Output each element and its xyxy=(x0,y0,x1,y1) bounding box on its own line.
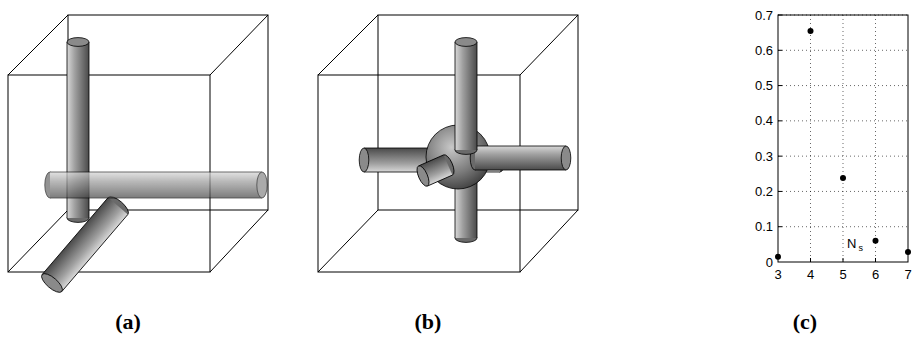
tick-label: 6 xyxy=(872,268,879,281)
cylinder-rod xyxy=(45,172,267,198)
rod-end xyxy=(455,38,477,47)
rod-edge xyxy=(455,42,456,150)
tick-label: 0.3 xyxy=(755,150,773,163)
rod-end xyxy=(39,271,66,296)
rod-body xyxy=(475,146,566,170)
tick-label: 0 xyxy=(766,256,773,269)
tick-label: 0.4 xyxy=(755,114,773,127)
cube-wireframe xyxy=(8,15,268,272)
tick-label: 7 xyxy=(904,268,911,281)
tick-mark xyxy=(843,258,844,262)
rod-body xyxy=(50,172,262,198)
panel-label: (c) xyxy=(793,311,817,333)
cylinder-rod xyxy=(415,153,457,188)
axis-label-subscript: s xyxy=(857,244,864,253)
rod-body-frame xyxy=(42,198,128,292)
grid-line xyxy=(810,15,811,262)
data-point xyxy=(775,254,781,260)
rod-edge xyxy=(477,42,478,150)
rod-end xyxy=(257,172,267,198)
cylinder-rod xyxy=(455,38,477,155)
tick-label: 0.6 xyxy=(755,44,773,57)
grid-line xyxy=(778,120,908,121)
tick-label: 0.2 xyxy=(755,185,773,198)
tick-label: 3 xyxy=(774,268,781,281)
rod-edge xyxy=(62,214,128,291)
tick-label: 0.1 xyxy=(755,220,773,233)
rod-edge xyxy=(50,172,262,173)
rod-edge xyxy=(419,155,444,166)
data-point xyxy=(873,238,879,244)
cube-wireframe xyxy=(318,15,578,272)
rod-body-frame xyxy=(475,146,566,170)
rod-network-a xyxy=(39,38,267,296)
tick-mark xyxy=(778,120,782,121)
rod-edge xyxy=(475,170,566,171)
grid-line xyxy=(875,15,876,262)
panel-label: (a) xyxy=(115,311,141,333)
tick-mark xyxy=(875,258,876,262)
tick-mark xyxy=(778,156,782,157)
tick-label: 0.7 xyxy=(755,9,773,22)
grid-line xyxy=(843,15,844,262)
rod-end xyxy=(359,148,369,172)
rod-body-frame xyxy=(455,42,477,150)
grid-line xyxy=(778,85,908,86)
cylinder-rod xyxy=(39,194,132,296)
tick-mark xyxy=(778,191,782,192)
rod-edge xyxy=(42,198,108,275)
data-point xyxy=(840,175,846,181)
scatter-plot xyxy=(775,15,911,262)
data-point xyxy=(808,28,814,34)
cylinder-rod xyxy=(470,146,571,170)
tick-mark xyxy=(778,85,782,86)
rod-edge xyxy=(475,146,566,147)
tick-label: 4 xyxy=(807,268,814,281)
rod-edge xyxy=(50,198,262,199)
tick-mark xyxy=(778,226,782,227)
rod-edge xyxy=(427,175,452,186)
axis-label: N xyxy=(846,237,857,250)
tick-mark xyxy=(810,258,811,262)
rod-body xyxy=(42,198,128,292)
tick-mark xyxy=(778,50,782,51)
data-point xyxy=(905,249,911,255)
tick-label: 5 xyxy=(839,268,846,281)
rod-end xyxy=(415,164,432,188)
panel-label: (b) xyxy=(415,311,442,333)
rod-network-b xyxy=(359,38,571,243)
rod-end xyxy=(67,38,89,47)
rod-body xyxy=(455,42,477,150)
plot-frame xyxy=(778,15,908,262)
grid-line xyxy=(778,50,908,51)
rod-end xyxy=(561,146,571,170)
rod-body-frame xyxy=(50,172,262,198)
tick-label: 0.5 xyxy=(755,79,773,92)
